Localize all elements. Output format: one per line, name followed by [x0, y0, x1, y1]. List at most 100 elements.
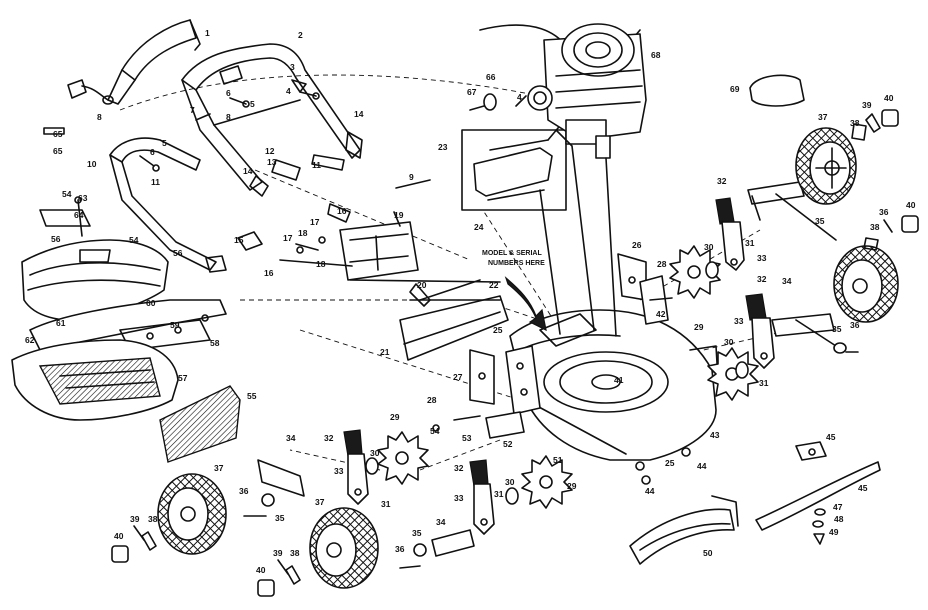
callout-52: 52	[503, 439, 513, 449]
deck-column	[539, 129, 617, 337]
callout-22: 22	[489, 280, 499, 290]
lower-handle-left	[109, 137, 217, 271]
baffle	[629, 495, 739, 565]
callout-65: 65	[53, 146, 63, 156]
wheel-bottom-center	[309, 507, 379, 589]
callout-43: 43	[710, 430, 720, 440]
callout-44: 44	[645, 486, 655, 496]
blade-hardware	[812, 508, 826, 545]
callout-36: 36	[239, 486, 249, 496]
callout-11: 11	[312, 160, 321, 170]
callout-36: 36	[879, 207, 889, 217]
callout-58: 58	[210, 338, 220, 348]
rear-deflector	[159, 385, 241, 463]
callout-44: 44	[697, 461, 707, 471]
wheel-top-right	[795, 127, 857, 205]
callout-16: 16	[337, 206, 347, 216]
callout-36: 36	[850, 320, 860, 330]
callout-4: 4	[517, 92, 522, 102]
callout-60: 60	[146, 298, 156, 308]
callout-34: 34	[286, 433, 296, 443]
callout-56: 56	[51, 234, 61, 244]
model-serial-arrow	[504, 276, 547, 332]
rear-mount	[432, 411, 525, 439]
callout-29: 29	[567, 481, 577, 491]
callout-38: 38	[870, 222, 880, 232]
deck-left-bracket	[469, 349, 495, 405]
air-filter	[527, 85, 553, 111]
blade	[755, 441, 881, 531]
callout-13: 13	[267, 157, 277, 167]
callout-37: 37	[214, 463, 224, 473]
callout-63: 63	[78, 193, 88, 203]
axles-and-hubcaps	[111, 109, 919, 597]
callout-31: 31	[759, 378, 769, 388]
rod-parts	[279, 179, 501, 307]
callout-33: 33	[757, 253, 767, 263]
callout-38: 38	[148, 514, 158, 524]
callout-27: 27	[453, 372, 463, 382]
callout-3: 3	[290, 62, 295, 72]
handle-mount-bracket	[339, 221, 419, 281]
callout-39: 39	[273, 548, 283, 558]
callout-49: 49	[829, 527, 839, 537]
callout-67: 67	[467, 87, 477, 97]
callout-35: 35	[275, 513, 285, 523]
callout-38: 38	[290, 548, 300, 558]
wheel-mid-right	[833, 245, 899, 323]
mower-deck	[509, 309, 719, 461]
wheel-bottom-left	[157, 473, 227, 555]
callout-34: 34	[436, 517, 446, 527]
callout-26: 26	[632, 240, 642, 250]
callout-34: 34	[782, 276, 792, 286]
callout-14: 14	[354, 109, 364, 119]
callout-42: 42	[656, 309, 666, 319]
callout-54: 54	[129, 235, 139, 245]
callout-33: 33	[734, 316, 744, 326]
callout-19: 19	[394, 210, 404, 220]
gear-plate-1	[669, 245, 721, 299]
callout-64: 64	[74, 210, 84, 220]
callout-18: 18	[316, 259, 326, 269]
gear-plate-3	[377, 431, 429, 485]
callout-53: 53	[462, 433, 472, 443]
callout-6: 6	[226, 88, 231, 98]
callout-54: 54	[62, 189, 72, 199]
callout-10: 10	[87, 159, 97, 169]
callout-61: 61	[56, 318, 66, 328]
lower-handle-frame	[181, 43, 361, 191]
callout-37: 37	[818, 112, 828, 122]
callout-57: 57	[178, 373, 188, 383]
callout-59: 59	[170, 320, 180, 330]
callout-14: 14	[243, 166, 253, 176]
rear-wing	[639, 275, 673, 325]
handle-brackets	[205, 131, 363, 273]
callout-35: 35	[832, 324, 842, 334]
callout-29: 29	[390, 412, 400, 422]
callout-16: 16	[264, 268, 274, 278]
callout-30: 30	[505, 477, 515, 487]
callout-18: 18	[298, 228, 308, 238]
engine-shroud-part	[749, 74, 805, 107]
callout-4: 4	[286, 86, 291, 96]
callout-54: 54	[430, 426, 440, 436]
callout-40: 40	[114, 531, 124, 541]
engine-small-parts	[469, 93, 527, 111]
callout-30: 30	[724, 337, 734, 347]
callout-66: 66	[486, 72, 496, 82]
callout-40: 40	[906, 200, 916, 210]
callout-8: 8	[97, 112, 102, 122]
callout-32: 32	[324, 433, 334, 443]
gear-plate-4	[521, 455, 573, 509]
callout-33: 33	[334, 466, 344, 476]
callout-31: 31	[381, 499, 391, 509]
callout-51: 51	[553, 455, 563, 465]
callout-36: 36	[395, 544, 405, 554]
callout-62: 62	[25, 335, 35, 345]
callout-40: 40	[256, 565, 266, 575]
callout-45: 45	[826, 432, 836, 442]
callout-40: 40	[884, 93, 894, 103]
callout-7: 7	[190, 105, 195, 115]
callout-1: 1	[205, 28, 210, 38]
callout-48: 48	[834, 514, 844, 524]
